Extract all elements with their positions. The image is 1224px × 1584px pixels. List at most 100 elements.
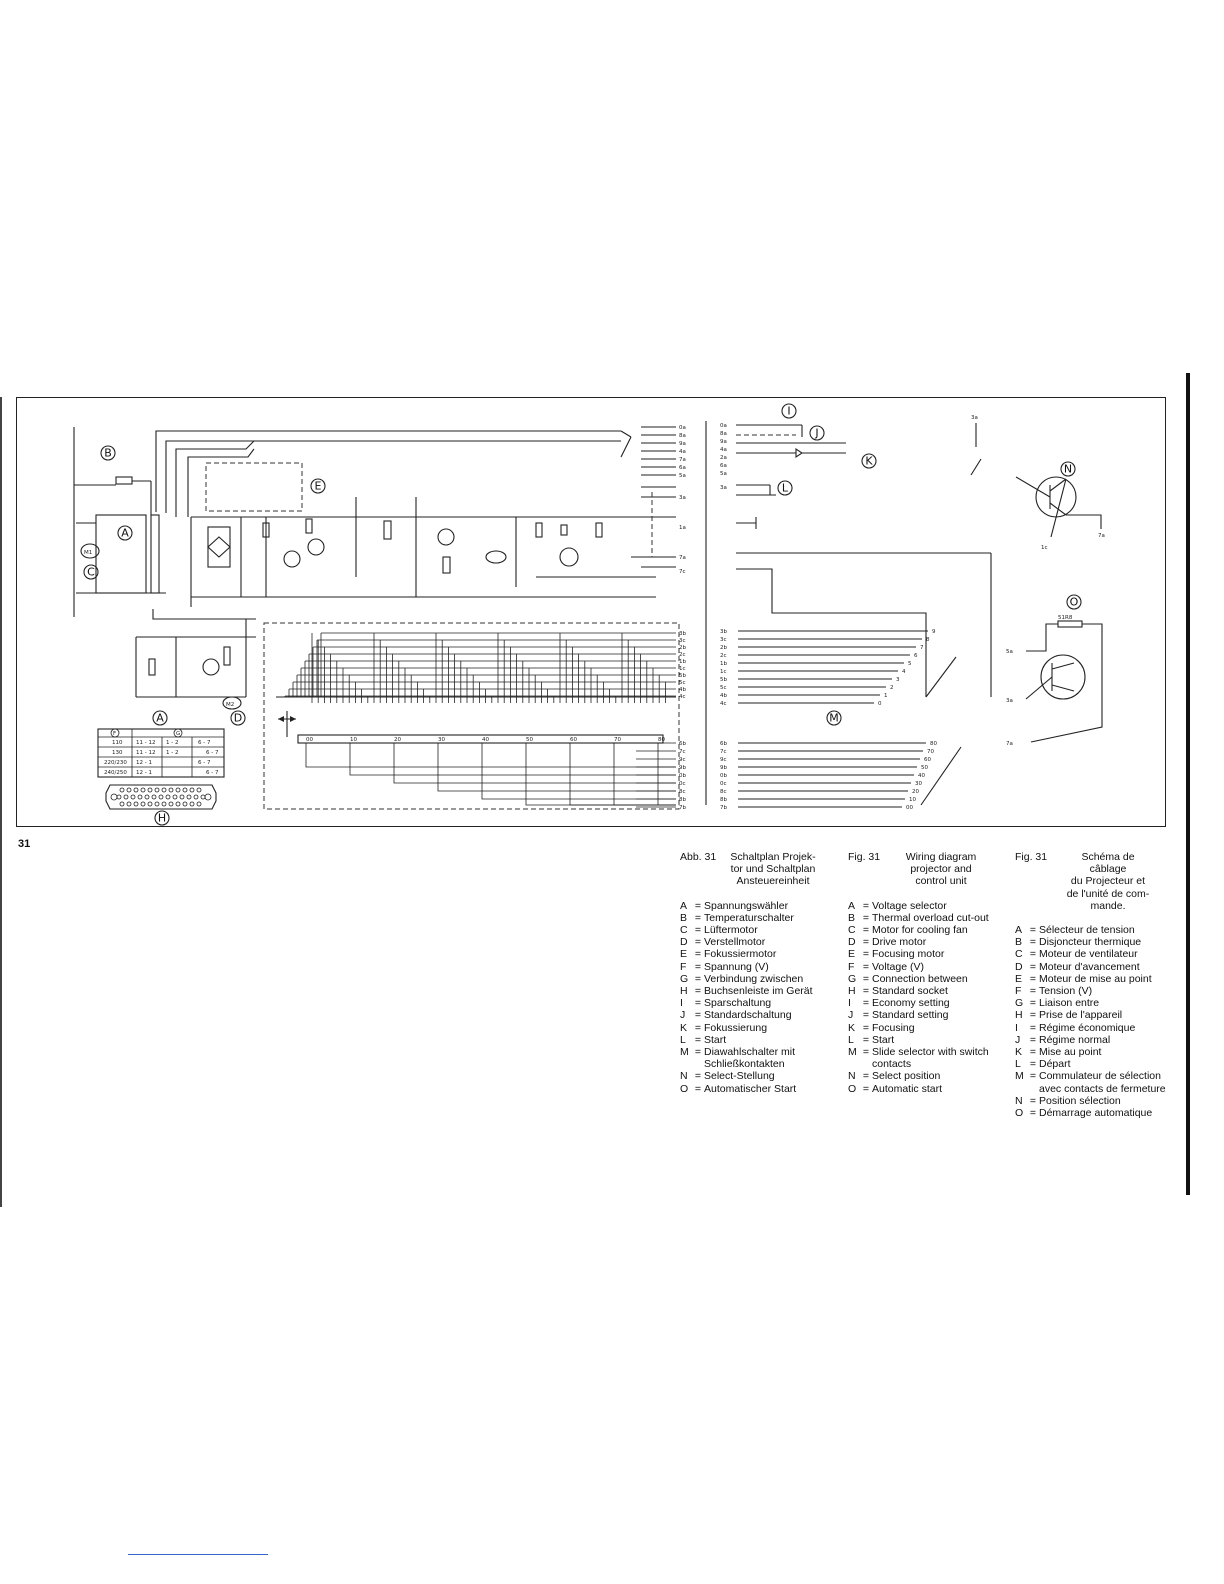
panel-pin-label: 8a bbox=[720, 431, 727, 437]
legend-german-header: Abb. 31 Schaltplan Projek- tor und Schal… bbox=[680, 851, 830, 888]
legend-key: K bbox=[680, 1021, 688, 1034]
label-a-lower: A bbox=[152, 710, 168, 726]
legend-item: B=Temperaturschalter bbox=[680, 912, 830, 924]
socket-pin bbox=[182, 801, 188, 807]
legend-equals: = bbox=[694, 960, 702, 973]
page-number: 31 bbox=[18, 838, 31, 850]
select-transistor: 3a 1c 7a bbox=[970, 415, 1105, 551]
legend-equals: = bbox=[862, 1046, 870, 1059]
selector-number: 60 bbox=[924, 757, 931, 763]
legend-key: N bbox=[848, 1070, 856, 1083]
label-c-circle: C bbox=[83, 564, 99, 580]
svg-text:7a: 7a bbox=[1098, 533, 1105, 539]
selector-number: 9 bbox=[932, 629, 936, 635]
legend-equals: = bbox=[862, 1033, 870, 1046]
legend-item: H=Buchsenleiste im Gerät bbox=[680, 985, 830, 997]
legend-key: E bbox=[1015, 972, 1023, 985]
legend-item: A=Voltage selector bbox=[848, 900, 998, 912]
legend-equals: = bbox=[1029, 1094, 1037, 1107]
legend-key: C bbox=[1015, 948, 1023, 961]
legend-item: N=Select-Stellung bbox=[680, 1070, 830, 1082]
legend-value: Thermal overload cut-out bbox=[872, 911, 989, 924]
legend-item: E=Focusing motor bbox=[848, 948, 998, 960]
harness-pin-label: 5c bbox=[679, 680, 686, 686]
svg-text:12 - 1: 12 - 1 bbox=[136, 760, 152, 766]
socket-pin bbox=[168, 787, 174, 793]
selector-pin-label: 7b bbox=[720, 805, 727, 811]
legend-key: D bbox=[1015, 960, 1023, 973]
slide-return-wire bbox=[569, 743, 676, 806]
panel-pin-label: 5a bbox=[720, 471, 727, 477]
slide-number: 10 bbox=[350, 737, 357, 743]
legend-equals: = bbox=[862, 1021, 870, 1034]
svg-text:1 - 2: 1 - 2 bbox=[166, 750, 178, 756]
selector-number: 70 bbox=[927, 749, 934, 755]
svg-text:12 - 1: 12 - 1 bbox=[136, 770, 152, 776]
svg-text:6 - 7: 6 - 7 bbox=[206, 770, 219, 776]
socket-pin bbox=[175, 801, 181, 807]
legend-item: B=Disjoncteur thermique bbox=[1015, 936, 1170, 948]
selector-number: 7 bbox=[920, 645, 924, 651]
legend-item: D=Moteur d'avancement bbox=[1015, 961, 1170, 973]
socket-pin bbox=[189, 787, 195, 793]
socket-pin bbox=[130, 794, 136, 800]
scan-edge-mark bbox=[0, 397, 2, 1207]
legend-equals: = bbox=[1029, 997, 1037, 1010]
socket-pin bbox=[175, 787, 181, 793]
legend-value: Liaison entre bbox=[1039, 997, 1100, 1010]
legend-value: Focusing bbox=[872, 1021, 915, 1034]
legend-value: Select position bbox=[872, 1070, 941, 1083]
panel-pin-label: 4a bbox=[720, 447, 727, 453]
socket-pin bbox=[119, 787, 125, 793]
slide-number: 60 bbox=[570, 737, 577, 743]
panel-pin-label: 2a bbox=[720, 455, 727, 461]
legend-value: Mise au point bbox=[1039, 1046, 1102, 1059]
label-b-circle: B bbox=[100, 445, 116, 461]
selector-number: 20 bbox=[912, 789, 919, 795]
legend-value: Voltage (V) bbox=[872, 960, 924, 973]
svg-text:1a: 1a bbox=[679, 525, 686, 531]
legend-item: C=Moteur de ventilateur bbox=[1015, 948, 1170, 960]
legend-value: Moteur de ventilateur bbox=[1039, 948, 1138, 961]
selector-pin-label: 1b bbox=[720, 661, 727, 667]
legend-value: Fokussierung bbox=[704, 1021, 768, 1034]
transformer-section bbox=[73, 427, 166, 617]
selector-pin-label: 5c bbox=[720, 685, 727, 691]
legend-key: L bbox=[1015, 1058, 1021, 1071]
svg-text:O: O bbox=[1070, 596, 1079, 609]
legend-key: A bbox=[680, 899, 688, 912]
selector-number: 3 bbox=[896, 677, 900, 683]
socket-pin bbox=[168, 801, 174, 807]
legend-value: Select-Stellung bbox=[704, 1070, 775, 1083]
legend-equals: = bbox=[1029, 1107, 1037, 1120]
label-o-circle: O bbox=[1066, 594, 1082, 610]
legend-value: Position sélection bbox=[1039, 1094, 1121, 1107]
socket-pin bbox=[133, 801, 139, 807]
legend-value: Prise de l'appareil bbox=[1039, 1009, 1123, 1022]
legend-item: M=Commulateur de sélection avec contacts… bbox=[1015, 1070, 1170, 1094]
svg-text:110: 110 bbox=[112, 740, 123, 746]
legend-equals: = bbox=[1029, 1009, 1037, 1022]
socket-pin bbox=[179, 794, 185, 800]
selector-pin-label: 2b bbox=[720, 645, 727, 651]
legend-equals: = bbox=[862, 911, 870, 924]
legend-key: J bbox=[848, 1009, 854, 1022]
slide-return-wire bbox=[525, 743, 676, 806]
auto-start-transistor: 51R8 5a 3a 7a bbox=[1006, 615, 1103, 747]
legend-equals: = bbox=[1029, 936, 1037, 949]
svg-text:7a: 7a bbox=[679, 457, 686, 463]
selector-pin-label: 1c bbox=[720, 669, 727, 675]
socket-pin bbox=[189, 801, 195, 807]
svg-text:J: J bbox=[814, 427, 818, 440]
legend-value: Commulateur de sélection avec contacts d… bbox=[1039, 1070, 1166, 1095]
legend-equals: = bbox=[1029, 1021, 1037, 1034]
legend-french-fig: Fig. 31 bbox=[1015, 851, 1048, 863]
selector-pin-label: 4c bbox=[720, 701, 727, 707]
legend-value: Automatic start bbox=[872, 1082, 943, 1095]
legend-item: N=Select position bbox=[848, 1070, 998, 1082]
harness-pin-label: 1c bbox=[679, 666, 686, 672]
slide-return-wire bbox=[657, 743, 676, 806]
selector-pin-label: 2c bbox=[720, 653, 727, 659]
svg-text:E: E bbox=[315, 480, 322, 493]
legend-item: C=Motor for cooling fan bbox=[848, 924, 998, 936]
